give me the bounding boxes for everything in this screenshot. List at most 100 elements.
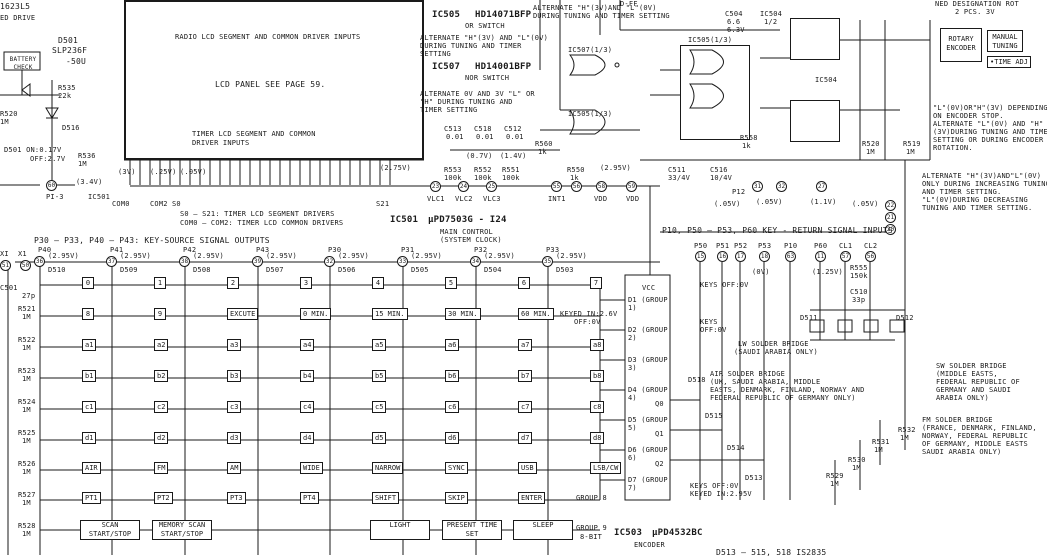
key-row5-0[interactable]: d1	[82, 432, 97, 444]
resistor-left-2-label: R523	[18, 367, 36, 375]
key-row8-4[interactable]: SLEEP	[513, 520, 573, 540]
key-row7-6[interactable]: ENTER	[518, 492, 546, 504]
voltage-25v-lcd: (.25V)	[150, 168, 177, 176]
keys-off-0v: KEYS OFF:0V	[700, 281, 749, 289]
fm-bridge-l5: SAUDI ARABIA ONLY)	[922, 448, 1002, 456]
keyed-in-label: KEYED IN:2.6V	[560, 310, 618, 318]
resistor-left-7-value: 1M	[22, 530, 31, 538]
vdd-label: VDD	[594, 195, 608, 203]
key-row6-5[interactable]: SYNC	[445, 462, 468, 474]
key-row0-6[interactable]: 6	[518, 277, 530, 289]
key-row8-2[interactable]: LIGHT	[370, 520, 430, 540]
return-pin-7-name: CL2	[864, 242, 878, 250]
key-row7-0[interactable]: PT1	[82, 492, 101, 504]
key-row0-4[interactable]: 4	[372, 277, 384, 289]
voltage-2-95v-mid: (2.95V)	[600, 164, 631, 172]
key-row1-0[interactable]: 8	[82, 308, 94, 320]
key-row5-1[interactable]: d2	[154, 432, 169, 444]
key-row5-3[interactable]: d4	[300, 432, 315, 444]
lcd-timer-text-1: TIMER LCD SEGMENT AND COMMON	[192, 130, 316, 138]
key-row6-2[interactable]: AM	[227, 462, 242, 474]
key-row8-0[interactable]: SCAN START/STOP	[80, 520, 140, 540]
key-row3-3[interactable]: b4	[300, 370, 315, 382]
lcd-panel-box	[124, 0, 424, 160]
key-row4-5[interactable]: c6	[445, 401, 460, 413]
key-row6-4[interactable]: NARROW	[372, 462, 404, 474]
key-row3-5[interactable]: b6	[445, 370, 460, 382]
key-row4-6[interactable]: c7	[518, 401, 533, 413]
key-row4-2[interactable]: c3	[227, 401, 242, 413]
ic507-desc: NOR SWITCH	[465, 74, 510, 82]
key-row3-7[interactable]: b8	[590, 370, 605, 382]
key-row0-3[interactable]: 3	[300, 277, 312, 289]
key-row3-2[interactable]: b3	[227, 370, 242, 382]
voltage-3-4v: (3.4V)	[76, 178, 103, 186]
key-row3-4[interactable]: b5	[372, 370, 387, 382]
key-row0-5[interactable]: 5	[445, 277, 457, 289]
ic503-input-5: D6 (GROUP 6)	[628, 446, 668, 462]
key-row1-5[interactable]: 30 MIN.	[445, 308, 481, 320]
key-row4-3[interactable]: c4	[300, 401, 315, 413]
key-row6-0[interactable]: AIR	[82, 462, 101, 474]
key-row2-2[interactable]: a3	[227, 339, 242, 351]
key-row3-0[interactable]: b1	[82, 370, 97, 382]
key-row2-1[interactable]: a2	[154, 339, 169, 351]
key-row0-7[interactable]: 7	[590, 277, 602, 289]
key-row7-1[interactable]: PT2	[154, 492, 173, 504]
key-row2-3[interactable]: a4	[300, 339, 315, 351]
pin-25: 25	[486, 181, 497, 192]
key-row1-6[interactable]: 60 MIN.	[518, 308, 554, 320]
key-row0-1[interactable]: 1	[154, 277, 166, 289]
ic505-box	[680, 45, 750, 140]
key-row1-2[interactable]: EXCUTE	[227, 308, 259, 320]
pin-56: 56	[571, 181, 582, 192]
r555-value: 150k	[850, 272, 868, 280]
key-row2-0[interactable]: a1	[82, 339, 97, 351]
key-row7-5[interactable]: SKIP	[445, 492, 468, 504]
key-row0-0[interactable]: 0	[82, 277, 94, 289]
key-row2-6[interactable]: a7	[518, 339, 533, 351]
main-control-label: MAIN CONTROL	[440, 228, 493, 236]
ic504-label: IC504	[815, 76, 838, 84]
ic501-name: IC501	[390, 215, 419, 225]
key-row6-3[interactable]: WIDE	[300, 462, 323, 474]
key-row5-4[interactable]: d5	[372, 432, 387, 444]
key-row8-1[interactable]: MEMORY SCAN START/STOP	[152, 520, 212, 540]
key-source-3-name: P43	[256, 246, 270, 254]
key-row7-3[interactable]: PT4	[300, 492, 319, 504]
resistor-left-0-label: R521	[18, 305, 36, 313]
key-row5-2[interactable]: d3	[227, 432, 242, 444]
r530-label: R530	[848, 456, 866, 464]
d514-label: D514	[727, 444, 745, 452]
key-row3-1[interactable]: b2	[154, 370, 169, 382]
key-row2-4[interactable]: a5	[372, 339, 387, 351]
key-row8-3[interactable]: PRESENT TIME SET	[442, 520, 502, 540]
pin-60: 60	[46, 180, 57, 191]
key-row2-5[interactable]: a6	[445, 339, 460, 351]
voltage-2-75v-lcd: (2.75V)	[380, 164, 411, 172]
key-row5-6[interactable]: d7	[518, 432, 533, 444]
key-row5-5[interactable]: d6	[445, 432, 460, 444]
key-row4-4[interactable]: c5	[372, 401, 387, 413]
key-row1-1[interactable]: 9	[154, 308, 166, 320]
key-row3-6[interactable]: b7	[518, 370, 533, 382]
key-row2-7[interactable]: a8	[590, 339, 605, 351]
key-row7-2[interactable]: PT3	[227, 492, 246, 504]
vdd-label-2: VDD	[626, 195, 640, 203]
s0-label: S0	[172, 200, 181, 208]
key-row1-4[interactable]: 15 MIN.	[372, 308, 408, 320]
key-row6-6[interactable]: USB	[518, 462, 537, 474]
sw-bridge-l3: FEDERAL REPUBLIC OF	[936, 378, 1020, 386]
key-row4-7[interactable]: c8	[590, 401, 605, 413]
key-row4-1[interactable]: c2	[154, 401, 169, 413]
fm-bridge-l3: NORWAY, FEDERAL REPUBLIC	[922, 432, 1028, 440]
key-row7-4[interactable]: SHIFT	[372, 492, 400, 504]
key-row0-2[interactable]: 2	[227, 277, 239, 289]
key-row1-3[interactable]: 0 MIN.	[300, 308, 332, 320]
key-row4-0[interactable]: c1	[82, 401, 97, 413]
fm-bridge-l4: OF GERMANY, MIDDLE EASTS	[922, 440, 1028, 448]
r536-value: 1M	[78, 160, 87, 168]
key-row6-1[interactable]: FM	[154, 462, 169, 474]
key-row5-7[interactable]: d8	[590, 432, 605, 444]
key-row6-7[interactable]: LSB/CW	[590, 462, 622, 474]
